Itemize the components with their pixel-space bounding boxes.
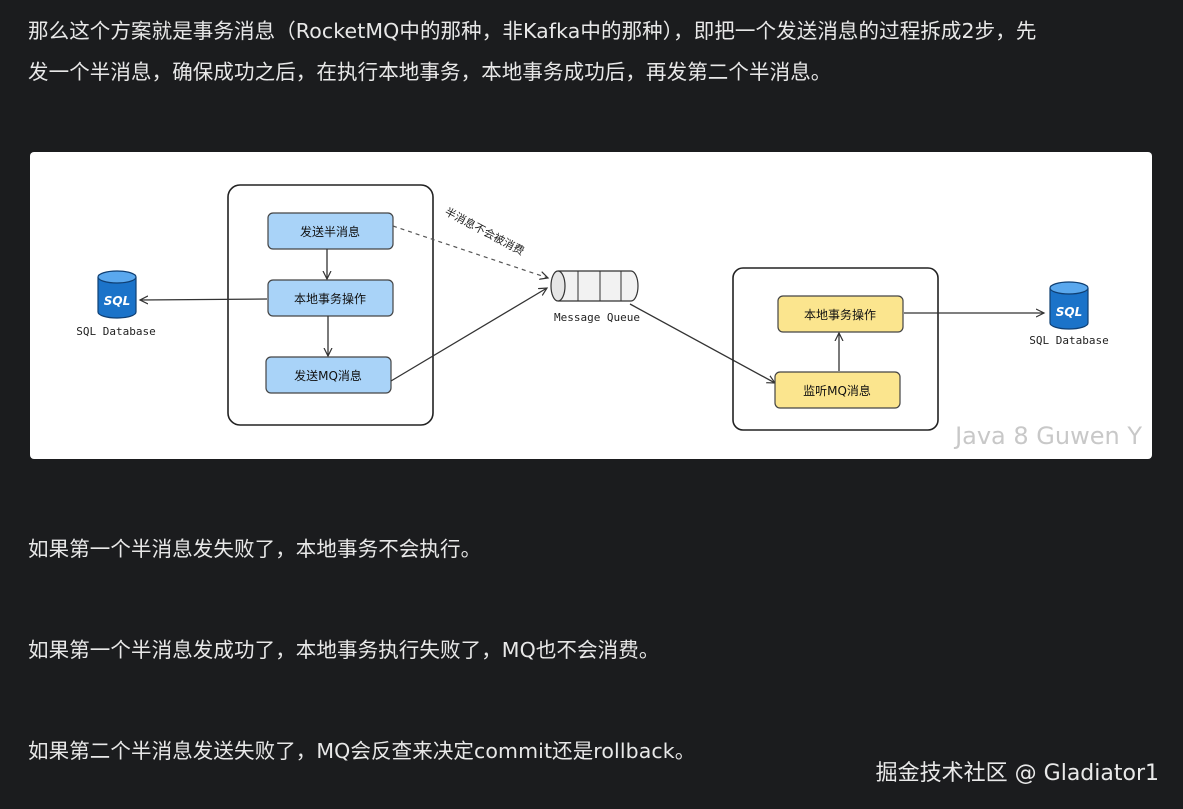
producer-container bbox=[227, 184, 434, 426]
source-credit-watermark: 掘金技术社区 @ Gladiator1 bbox=[875, 761, 1159, 786]
message-queue-label: Message Queue bbox=[554, 311, 640, 324]
sql-database-icon-right: SQL bbox=[1049, 281, 1089, 330]
svg-text:本地事务操作: 本地事务操作 bbox=[804, 307, 876, 322]
transaction-message-diagram: 发送半消息 本地事务操作 发送MQ消息 SQL SQL Database 半消息… bbox=[30, 152, 1152, 459]
case-paragraph-2: 如果第一个半消息发成功了，本地事务执行失败了，MQ也不会消费。 bbox=[28, 638, 660, 662]
consumer-step-local-transaction: 本地事务操作 bbox=[777, 295, 904, 333]
message-queue-icon bbox=[550, 270, 639, 302]
svg-text:发送半消息: 发送半消息 bbox=[300, 224, 360, 239]
dashed-arrow-annotation: 半消息不会被消费 bbox=[443, 204, 527, 258]
producer-step-send-mq-message: 发送MQ消息 bbox=[265, 356, 392, 394]
case-paragraph-3: 如果第二个半消息发送失败了，MQ会反查来决定commit还是rollback。 bbox=[28, 739, 696, 763]
arrow-send-mq-to-queue bbox=[390, 288, 547, 382]
sql-database-label-right: SQL Database bbox=[1029, 334, 1108, 347]
svg-text:发送MQ消息: 发送MQ消息 bbox=[294, 368, 362, 383]
dashed-arrow-half-message bbox=[392, 225, 548, 278]
svg-text:监听MQ消息: 监听MQ消息 bbox=[803, 383, 871, 398]
consumer-container bbox=[732, 267, 939, 431]
producer-step-send-half-message: 发送半消息 bbox=[267, 212, 394, 250]
sql-database-label-left: SQL Database bbox=[76, 325, 155, 338]
producer-step-local-transaction: 本地事务操作 bbox=[267, 279, 394, 317]
arrow-local-tx-to-db bbox=[140, 299, 268, 300]
svg-text:SQL: SQL bbox=[1056, 305, 1083, 319]
diagram-watermark: Java 8 Guwen Y bbox=[953, 422, 1142, 450]
intro-paragraph-line-2: 发一个半消息，确保成功之后，在执行本地事务，本地事务成功后，再发第二个半消息。 bbox=[28, 60, 832, 84]
svg-text:本地事务操作: 本地事务操作 bbox=[294, 291, 366, 306]
arrow-queue-to-listen bbox=[629, 303, 775, 383]
intro-paragraph-line-1: 那么这个方案就是事务消息（RocketMQ中的那种，非Kafka中的那种），即把… bbox=[28, 19, 1037, 43]
svg-text:SQL: SQL bbox=[104, 294, 131, 308]
sql-database-icon-left: SQL bbox=[97, 270, 137, 319]
consumer-step-listen-mq: 监听MQ消息 bbox=[774, 371, 901, 409]
case-paragraph-1: 如果第一个半消息发失败了，本地事务不会执行。 bbox=[28, 537, 482, 561]
